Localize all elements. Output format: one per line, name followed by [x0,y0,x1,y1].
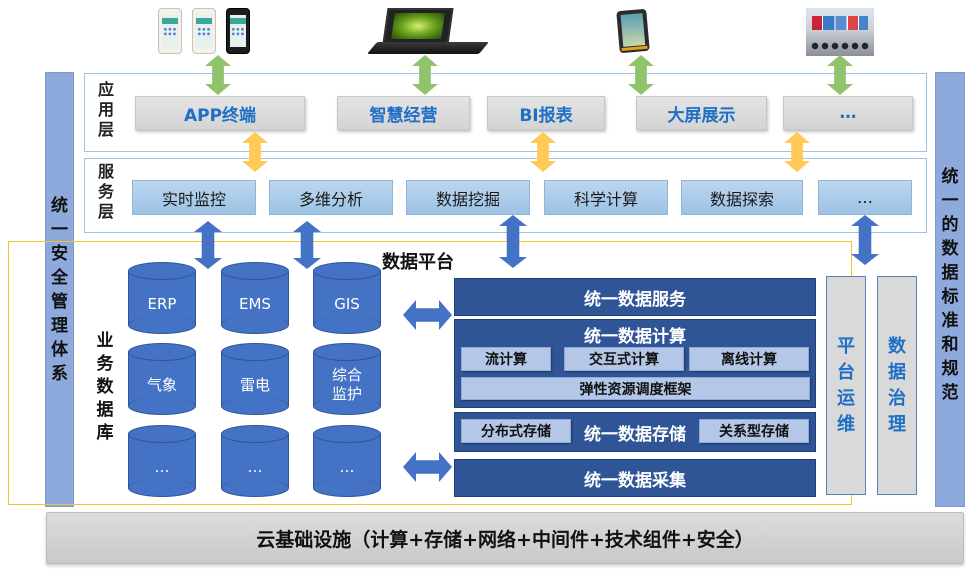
unified-data-collect: 统一数据采集 [454,459,816,497]
app-layer-label: 应用层 [97,80,114,139]
database-label: EMS [239,294,271,313]
db-collect-arrow [403,452,452,482]
unified-data-compute-title: 统一数据计算 [584,327,686,347]
device-app-arrow [412,55,438,95]
unified-data-service: 统一数据服务 [454,278,816,316]
device-app-arrow [205,55,231,95]
service-platform-arrow [293,221,321,269]
database-cylinder: GIS [313,262,381,334]
data-standards-bar: 统一的数据标准和规范 [935,72,965,507]
service-platform-arrow [851,215,879,265]
db-service-arrow [403,300,452,330]
offline-compute: 离线计算 [689,347,809,371]
database-cylinder: … [313,425,381,497]
database-cylinder: EMS [221,262,289,334]
app-service-arrow [530,132,556,172]
data-governance-label: 数据治理 [888,335,906,435]
database-label: 气象 [146,375,177,394]
database-label: ERP [147,294,177,313]
service-layer-label: 服务层 [97,162,114,221]
app-layer-item: 大屏展示 [636,96,767,130]
app-layer-item: BI报表 [487,96,605,130]
device-app-arrow [827,55,853,95]
mobile-phones [150,8,260,58]
device-app-arrow [628,55,654,95]
unified-security-bar: 统一安全管理体系 [45,72,74,507]
service-layer-item: 数据挖掘 [406,180,530,215]
stream-compute: 流计算 [461,347,551,371]
database-cylinder: 雷电 [221,343,289,415]
service-layer-item: 多维分析 [269,180,393,215]
database-label: 雷电 [239,375,270,394]
service-platform-arrow [499,215,527,268]
app-layer-item: 智慧经营 [337,96,470,130]
service-layer-item: 科学计算 [544,180,668,215]
service-layer-item: 数据探索 [681,180,803,215]
data-governance: 数据治理 [877,276,917,495]
service-layer-item: … [818,180,912,215]
distributed-storage: 分布式存储 [461,419,571,443]
database-cylinder: … [128,425,196,497]
offline-compute-label: 离线计算 [721,352,777,368]
resource-scheduler-label: 弹性资源调度框架 [579,381,692,398]
database-label: … [247,457,263,476]
service-platform-arrow [194,221,222,269]
database-label: 综合监护 [331,366,362,403]
database-cylinder: … [221,425,289,497]
unified-data-collect-label: 统一数据采集 [584,470,686,491]
relational-storage-label: 关系型存储 [719,424,789,440]
distributed-storage-label: 分布式存储 [481,424,551,440]
database-cylinder: 气象 [128,343,196,415]
data-platform-title: 数据平台 [382,252,454,273]
display-wall-icon [806,8,874,56]
database-label: GIS [334,294,360,313]
data-standards-label: 统一的数据标准和规范 [941,167,959,403]
smartphone-icon [226,8,250,54]
resource-scheduler: 弹性资源调度框架 [461,377,810,400]
platform-ops-label: 平台运维 [837,335,855,435]
database-cylinder: ERP [128,262,196,334]
service-layer-item: 实时监控 [132,180,256,215]
relational-storage: 关系型存储 [699,419,809,443]
app-layer-item: APP终端 [135,96,305,130]
unified-data-service-label: 统一数据服务 [584,289,686,310]
interactive-compute-label: 交互式计算 [589,352,659,368]
app-service-arrow [784,132,810,172]
stream-compute-label: 流计算 [485,352,527,368]
database-cylinder: 综合监护 [313,343,381,415]
app-service-arrow [242,132,268,172]
smartphone-icon [192,8,216,54]
business-db-label: 业务数据库 [96,331,114,443]
unified-data-storage-title: 统一数据存储 [584,424,686,445]
interactive-compute: 交互式计算 [564,347,684,371]
unified-security-label: 统一安全管理体系 [51,195,68,384]
cloud-infrastructure-label: 云基础设施（计算+存储+网络+中间件+技术组件+安全） [256,528,754,551]
platform-ops: 平台运维 [826,276,866,495]
database-label: … [154,457,170,476]
app-layer-item: … [783,96,913,130]
cloud-infrastructure: 云基础设施（计算+存储+网络+中间件+技术组件+安全） [46,512,964,564]
database-label: … [339,457,355,476]
smartphone-icon [158,8,182,54]
